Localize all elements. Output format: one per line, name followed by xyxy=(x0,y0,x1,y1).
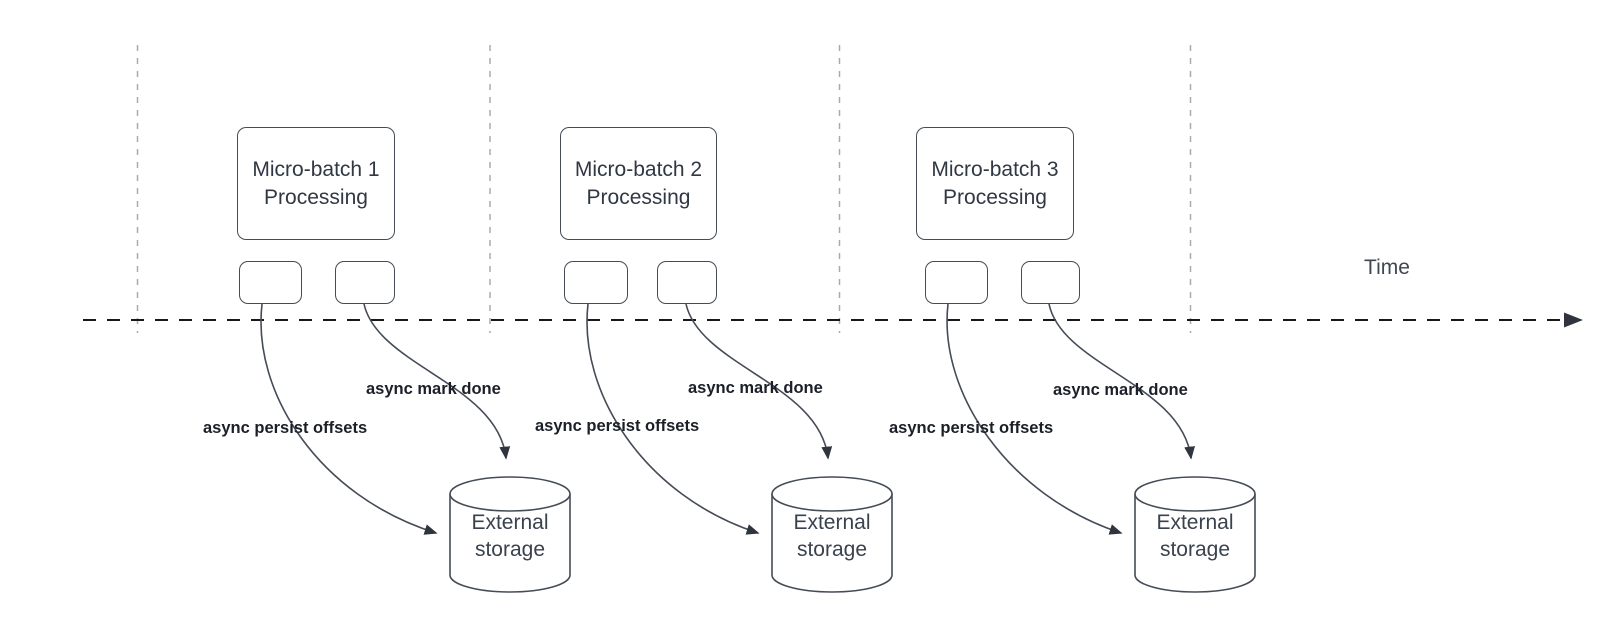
box-label-line: Processing xyxy=(586,185,691,209)
mark-done-arrow-3 xyxy=(1048,303,1195,460)
persist-offsets-label-2: async persist offsets xyxy=(535,417,700,435)
microbatch-2-processing-box: Micro-batch 2 Processing xyxy=(560,127,717,240)
microbatch-2-label: Micro-batch 2 Processing xyxy=(575,156,702,211)
box-label-line: Micro-batch 2 xyxy=(574,157,703,181)
microbatch-3-processing-box: Micro-batch 3 Processing xyxy=(916,127,1074,240)
external-storage-label-1: External storage xyxy=(440,509,580,564)
time-axis-arrowhead-icon xyxy=(1564,312,1583,328)
box-label-line: Processing xyxy=(943,185,1047,209)
microbatch-1-label: Micro-batch 1 Processing xyxy=(252,156,379,211)
time-axis-label: Time xyxy=(1364,256,1410,279)
mark-done-arrow-2 xyxy=(685,303,833,460)
microbatch-1-processing-box: Micro-batch 1 Processing xyxy=(237,127,395,240)
offset-task-chip-3b xyxy=(1021,261,1080,304)
external-storage-label-3: External storage xyxy=(1125,509,1265,564)
persist-offsets-arrow-3 xyxy=(946,303,1123,535)
mark-done-arrow-1 xyxy=(363,303,511,460)
offset-task-chip-3a xyxy=(925,261,988,304)
mark-done-label-1: async mark done xyxy=(366,380,501,398)
mark-done-label-2: async mark done xyxy=(688,379,823,397)
storage-cylinder-3 xyxy=(1134,476,1256,593)
mark-done-label-3: async mark done xyxy=(1053,381,1188,399)
offset-task-chip-2b xyxy=(657,261,717,304)
storage-label-line: storage xyxy=(1159,538,1231,562)
offset-task-chip-1b xyxy=(335,261,395,304)
storage-label-line: External xyxy=(471,511,549,534)
storage-label-line: storage xyxy=(796,538,868,562)
box-label-line: Micro-batch 1 xyxy=(252,157,380,181)
storage-label-line: External xyxy=(793,511,871,534)
storage-label-line: storage xyxy=(474,538,546,562)
storage-cylinder-1 xyxy=(449,476,571,593)
persist-offsets-arrow-2 xyxy=(586,303,760,535)
persist-offsets-label-1: async persist offsets xyxy=(203,419,368,437)
box-label-line: Micro-batch 3 xyxy=(931,157,1059,181)
storage-cylinder-2 xyxy=(771,476,893,593)
offset-task-chip-2a xyxy=(564,261,628,304)
storage-label-line: External xyxy=(1156,511,1234,534)
external-storage-label-2: External storage xyxy=(762,509,902,564)
persist-offsets-label-3: async persist offsets xyxy=(889,419,1054,437)
microbatch-3-label: Micro-batch 3 Processing xyxy=(931,156,1058,211)
box-label-line: Processing xyxy=(264,185,368,209)
offset-task-chip-1a xyxy=(239,261,302,304)
persist-offsets-arrow-1 xyxy=(260,303,438,535)
